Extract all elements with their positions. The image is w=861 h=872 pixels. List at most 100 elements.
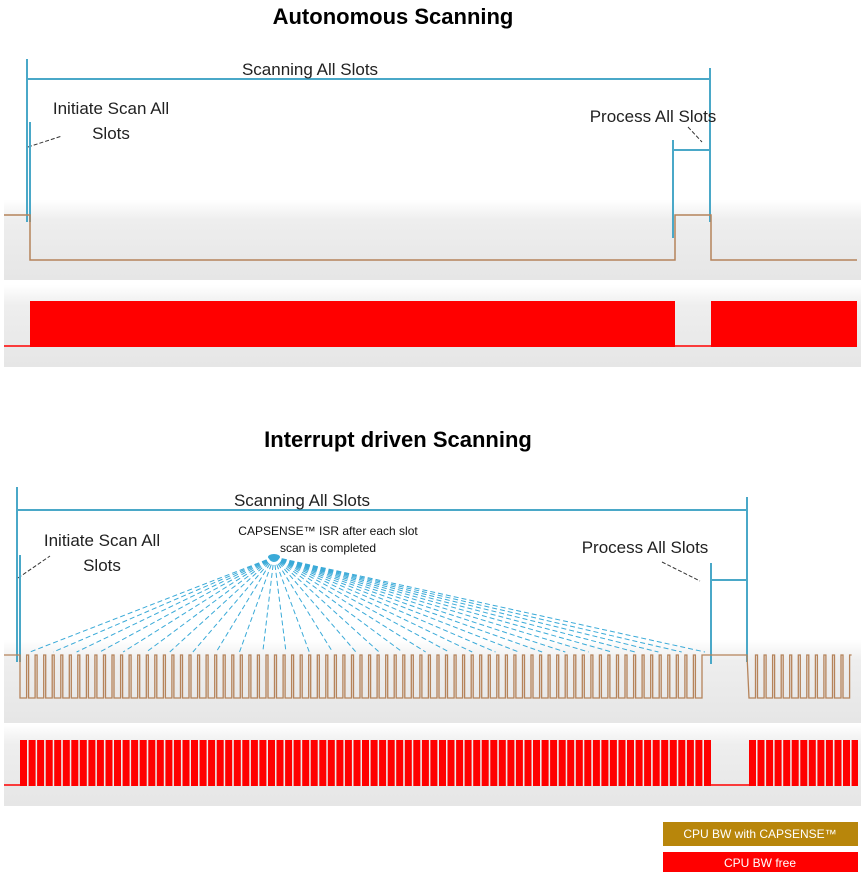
cpu-free-bar — [464, 740, 472, 786]
cpu-free-bar — [259, 740, 267, 786]
cpu-free-bar — [817, 740, 825, 786]
cpu-free-bars — [20, 740, 858, 786]
cpu-free-bar — [766, 740, 774, 786]
legend-swatch-with-capsense — [663, 822, 858, 846]
cpu-free-bar — [199, 740, 207, 786]
isr-dashed-line — [273, 556, 380, 653]
cpu-free-bar — [370, 740, 378, 786]
cpu-free-bar — [156, 740, 164, 786]
cpu-free-bar — [695, 740, 703, 786]
legend: CPU BW with CAPSENSE™ CPU BW free — [663, 822, 858, 872]
cpu-free-bar — [336, 740, 344, 786]
cpu-free-bar — [825, 740, 833, 786]
cpu-free-bar — [302, 740, 310, 786]
cpu-free-bar — [456, 740, 464, 786]
cpu-free-bar — [148, 740, 156, 786]
isr-dashed-line — [215, 556, 275, 653]
cpu-activity-waveform — [4, 214, 857, 261]
cpu-free-bar — [310, 740, 318, 786]
activity-band — [4, 200, 861, 280]
cpu-free-bar — [524, 740, 532, 786]
cpu-free-bar — [627, 740, 634, 786]
initiate-label-line1: Initiate Scan All — [44, 531, 160, 550]
isr-dashed-line — [192, 556, 275, 653]
span-label: Scanning All Slots — [242, 60, 378, 79]
cpu-free-bar — [618, 740, 626, 786]
activity-band — [4, 640, 861, 723]
cpu-free-bar — [139, 740, 147, 786]
isr-origin — [268, 554, 280, 560]
isr-label-line1: CAPSENSE™ ISR after each slot — [238, 524, 418, 538]
cpu-free-bar — [105, 740, 113, 786]
isr-dashed-line — [273, 556, 659, 653]
cpu-free-bar — [79, 740, 87, 786]
cpu-free-bar — [208, 740, 216, 786]
interrupt-diagram: Interrupt driven Scanning Scanning All S… — [4, 427, 861, 806]
cpu-free-bar — [584, 740, 592, 786]
isr-dashed-line — [122, 556, 275, 653]
isr-dashed-line — [273, 556, 519, 653]
cpu-free-bar — [421, 740, 429, 786]
cpu-free-bar — [473, 740, 481, 786]
cpu-free-bar — [644, 740, 652, 786]
isr-dashed-line — [273, 556, 403, 653]
isr-dashed-line — [76, 556, 275, 653]
cpu-free-bar — [285, 740, 293, 786]
cpu-free-bar — [791, 740, 799, 786]
cpu-free-bar — [88, 740, 96, 786]
cpu-free-bar — [216, 740, 224, 786]
cpu-free-bar — [344, 740, 352, 786]
cpu-free-bar — [481, 740, 489, 786]
isr-dashed-line — [273, 556, 706, 653]
cpu-free-bar — [800, 740, 808, 786]
cpu-free-bar — [387, 740, 395, 786]
cpu-free-bar — [507, 740, 515, 786]
cpu-free-bar — [851, 740, 858, 786]
cpu-free-bar — [225, 740, 233, 786]
isr-fan-lines — [29, 554, 706, 653]
cpu-free-bar — [293, 740, 301, 786]
cpu-free-bar — [396, 740, 404, 786]
pulse-train — [4, 654, 852, 699]
cpu-free-bar — [114, 740, 121, 786]
cpu-free-bar — [45, 740, 53, 786]
cpu-free-bar — [362, 740, 369, 786]
cpu-free-bar — [379, 740, 387, 786]
cpu-free-bar — [515, 740, 523, 786]
cpu-free-bar — [774, 740, 782, 786]
cpu-free-bar — [783, 740, 791, 786]
isr-dashed-line — [273, 556, 682, 653]
autonomous-diagram: Autonomous Scanning Scanning All Slots I… — [4, 4, 861, 367]
cpu-free-bar — [558, 740, 566, 786]
isr-label-line2: scan is completed — [280, 541, 376, 555]
cpu-free-bar — [567, 740, 575, 786]
isr-dashed-line — [273, 556, 613, 653]
legend-swatch-free — [663, 852, 858, 872]
cpu-free-bar — [191, 740, 198, 786]
cpu-free-bar — [669, 740, 677, 786]
cpu-free-bar — [353, 740, 361, 786]
cpu-free-bar — [319, 740, 327, 786]
cpu-free-bar — [71, 740, 79, 786]
cpu-free-bar — [439, 740, 446, 786]
initiate-label-line2: Slots — [92, 124, 130, 143]
cpu-free-bar — [686, 740, 694, 786]
cpu-free-bar — [550, 740, 558, 786]
isr-dashed-line — [273, 556, 589, 653]
isr-dashed-line — [29, 556, 275, 653]
isr-dashed-line — [273, 556, 357, 653]
initiate-label-line2: Slots — [83, 556, 121, 575]
isr-dashed-line — [273, 556, 334, 653]
cpu-free-bar — [490, 740, 498, 786]
cpu-free-bar — [652, 740, 660, 786]
autonomous-title: Autonomous Scanning — [273, 4, 514, 29]
cpu-free-bar — [250, 740, 258, 786]
cpu-free-bar — [20, 740, 27, 786]
interrupt-title: Interrupt driven Scanning — [264, 427, 532, 452]
cpu-free-bar — [609, 740, 617, 786]
legend-label-with-capsense: CPU BW with CAPSENSE™ — [683, 827, 836, 841]
process-label: Process All Slots — [582, 538, 709, 557]
isr-dashed-line — [146, 556, 275, 653]
isr-dashed-line — [273, 556, 287, 653]
